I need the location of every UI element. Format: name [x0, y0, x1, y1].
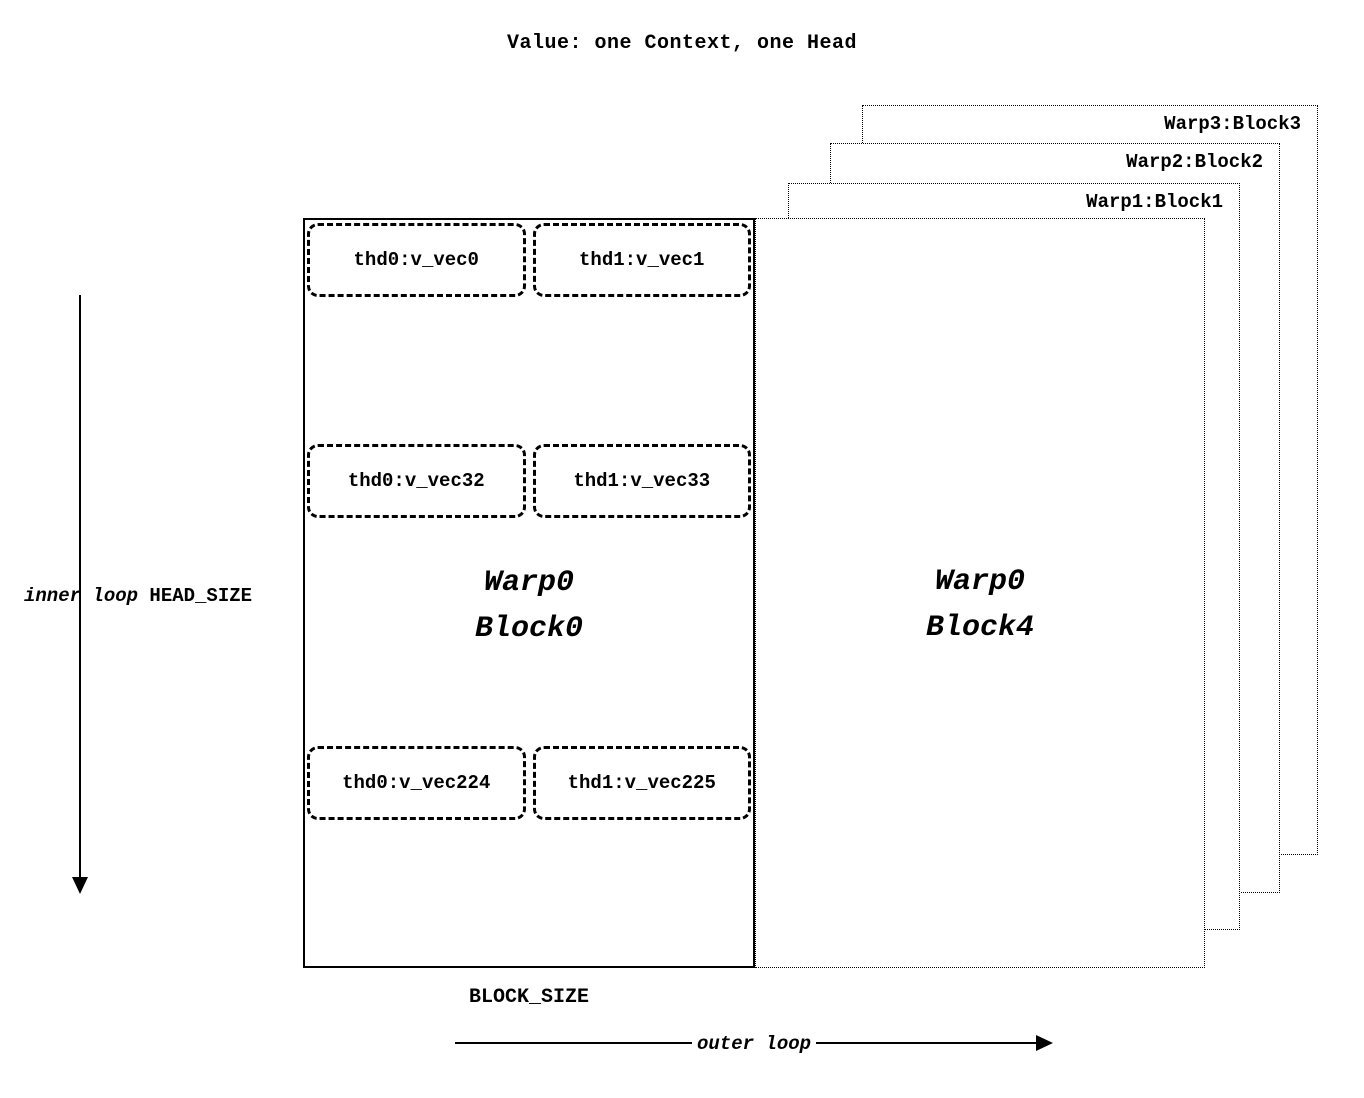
- warp3-block3-label: Warp3:Block3: [1164, 113, 1301, 135]
- warp0-block4-label: Warp0 Block4: [756, 559, 1204, 651]
- warp0-block4-label-line2: Block4: [925, 611, 1035, 645]
- inner-loop-arrow-line: [79, 295, 81, 879]
- vec-row-1: thd0:v_vec32 thd1:v_vec33: [307, 444, 751, 518]
- warp0-block0-label-line1: Warp0: [483, 566, 574, 600]
- vec-row-2: thd0:v_vec224 thd1:v_vec225: [307, 746, 751, 820]
- block-size-label: BLOCK_SIZE: [468, 986, 590, 1009]
- warp0-block0-label-line2: Block0: [474, 612, 584, 646]
- warp0-block0-label: Warp0 Block0: [305, 560, 753, 652]
- diagram-title: Value: one Context, one Head: [506, 32, 858, 55]
- head-size-text: HEAD_SIZE: [149, 585, 253, 607]
- warp0-block4-rect: Warp0 Block4: [755, 218, 1205, 968]
- warp2-block2-label: Warp2:Block2: [1126, 151, 1263, 173]
- warp0-block4-label-line1: Warp0: [934, 565, 1025, 599]
- vec-row-0: thd0:v_vec0 thd1:v_vec1: [307, 223, 751, 297]
- thd1-v-vec33-cell: thd1:v_vec33: [532, 444, 751, 518]
- right-arrow-icon: [1036, 1035, 1053, 1051]
- inner-loop-text: inner loop: [24, 585, 150, 607]
- inner-loop-label: inner loop HEAD_SIZE: [24, 585, 252, 607]
- thd0-v-vec224-cell: thd0:v_vec224: [307, 746, 526, 820]
- thd1-v-vec1-cell: thd1:v_vec1: [532, 223, 751, 297]
- warp0-block0-rect: thd0:v_vec0 thd1:v_vec1 thd0:v_vec32 thd…: [303, 218, 755, 968]
- down-arrow-icon: [72, 877, 88, 894]
- warp1-block1-label: Warp1:Block1: [1086, 191, 1223, 213]
- thd0-v-vec0-cell: thd0:v_vec0: [307, 223, 526, 297]
- outer-loop-label: outer loop: [692, 1033, 817, 1055]
- thd1-v-vec225-cell: thd1:v_vec225: [532, 746, 751, 820]
- thd0-v-vec32-cell: thd0:v_vec32: [307, 444, 526, 518]
